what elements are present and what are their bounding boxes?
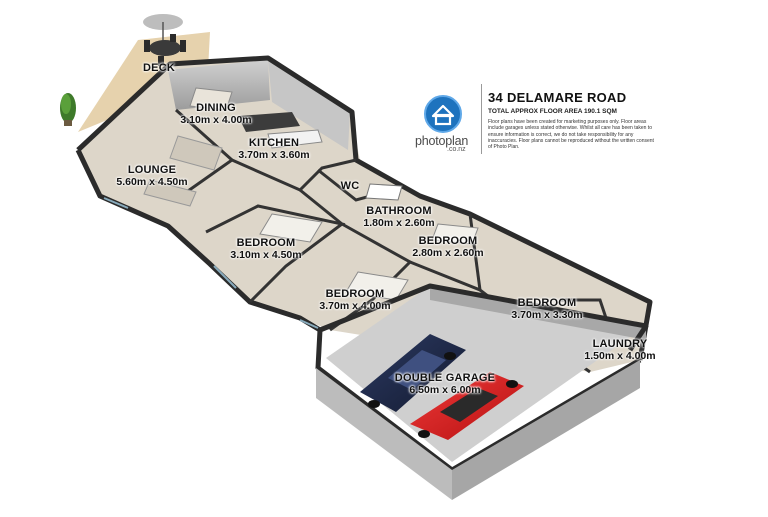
room-name: BATHROOM bbox=[366, 205, 432, 217]
bed-icon bbox=[431, 223, 479, 245]
garage-wall-face bbox=[316, 368, 452, 500]
garage-wall-face bbox=[430, 286, 646, 340]
room-name: DINING bbox=[196, 102, 236, 114]
plant-icon bbox=[60, 93, 76, 126]
bathtub-icon bbox=[365, 183, 403, 201]
sofa-icon bbox=[143, 135, 223, 207]
room-label-dining: DINING 3.10m x 4.00m bbox=[180, 102, 251, 126]
brand-domain: .co.nz bbox=[447, 146, 466, 153]
floor-area: TOTAL APPROX FLOOR AREA 190.1 SQM bbox=[488, 108, 617, 115]
room-dimensions: 3.70m x 3.60m bbox=[238, 149, 310, 161]
house-floor bbox=[78, 58, 650, 372]
room-name: LAUNDRY bbox=[592, 338, 648, 350]
room-label-bedroom-2: BEDROOM 2.80m x 2.60m bbox=[412, 235, 483, 259]
room-label-garage: DOUBLE GARAGE 6.50m x 6.00m bbox=[395, 372, 495, 396]
house-icon bbox=[424, 95, 462, 133]
room-name: DECK bbox=[143, 62, 175, 74]
room-dimensions: 3.70m x 3.30m bbox=[511, 309, 583, 321]
brand-name: photoplan bbox=[415, 134, 469, 148]
window bbox=[103, 197, 319, 329]
room-dimensions: 2.80m x 2.60m bbox=[412, 247, 484, 259]
property-info: 34 DELAMARE ROAD TOTAL APPROX FLOOR AREA… bbox=[488, 90, 658, 150]
divider bbox=[481, 84, 482, 154]
room-label-wc: WC bbox=[341, 180, 360, 192]
room-label-bedroom-4: BEDROOM 3.70m x 3.30m bbox=[511, 297, 582, 321]
exterior-wall bbox=[75, 148, 322, 333]
room-dimensions: 3.10m x 4.00m bbox=[180, 114, 252, 126]
room-dimensions: 6.50m x 6.00m bbox=[409, 384, 481, 396]
room-label-kitchen: KITCHEN 3.70m x 3.60m bbox=[238, 137, 309, 161]
dining-table-icon bbox=[189, 87, 233, 111]
garage-floor bbox=[326, 286, 646, 462]
garage-wall-face bbox=[452, 360, 640, 500]
room-label-deck: DECK bbox=[143, 62, 175, 74]
wall-face bbox=[268, 60, 350, 150]
kitchen-bench-icon bbox=[238, 112, 323, 149]
navy-car-icon bbox=[360, 334, 466, 412]
garage-wall bbox=[319, 283, 649, 352]
room-dimensions: 3.10m x 4.50m bbox=[230, 249, 302, 261]
room-label-bathroom: BATHROOM 1.80m x 2.60m bbox=[363, 205, 434, 229]
room-label-bedroom-1: BEDROOM 3.10m x 4.50m bbox=[230, 237, 301, 261]
outdoor-table-icon bbox=[144, 34, 186, 66]
property-title: 34 DELAMARE ROAD bbox=[488, 90, 627, 105]
room-name: BEDROOM bbox=[236, 237, 296, 249]
room-name: LOUNGE bbox=[127, 164, 177, 176]
bed-icon bbox=[259, 213, 323, 243]
room-name: WC bbox=[340, 180, 360, 192]
room-label-laundry: LAUNDRY 1.50m x 4.00m bbox=[584, 338, 655, 362]
room-name: KITCHEN bbox=[248, 137, 300, 149]
room-dimensions: 1.80m x 2.60m bbox=[363, 217, 435, 229]
room-label-lounge: LOUNGE 5.60m x 4.50m bbox=[116, 164, 187, 188]
room-dimensions: 5.60m x 4.50m bbox=[116, 176, 188, 188]
room-name: BEDROOM bbox=[418, 235, 478, 247]
room-name: BEDROOM bbox=[517, 297, 577, 309]
deck-area bbox=[78, 32, 210, 132]
red-car-icon bbox=[410, 372, 524, 440]
room-name: BEDROOM bbox=[325, 288, 385, 300]
room-dimensions: 1.50m x 4.00m bbox=[584, 350, 656, 362]
room-dimensions: 3.70m x 4.00m bbox=[319, 300, 391, 312]
room-label-bedroom-3: BEDROOM 3.70m x 4.00m bbox=[319, 288, 390, 312]
room-name: DOUBLE GARAGE bbox=[394, 372, 496, 384]
disclaimer: Floor plans have been created for market… bbox=[488, 119, 654, 151]
